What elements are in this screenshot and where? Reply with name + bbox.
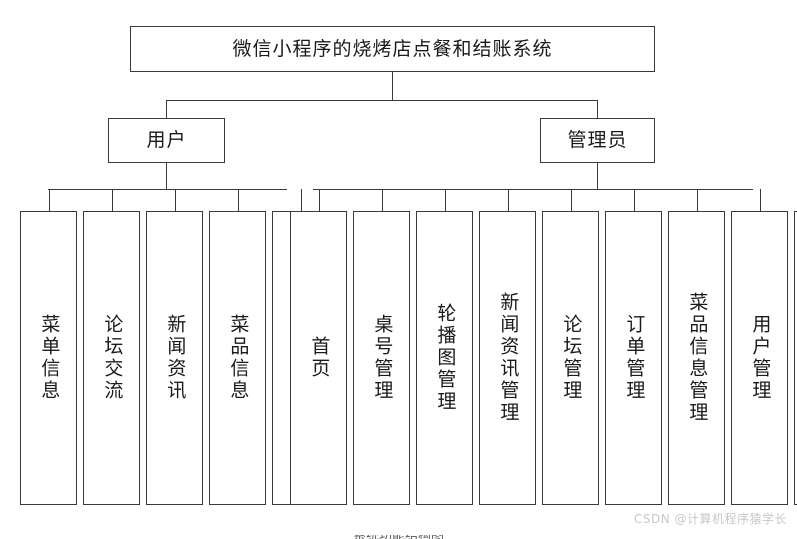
leaf-node-label: 菜品信息 <box>227 314 250 402</box>
leaf-node-label: 订单管理 <box>623 314 646 402</box>
connector-drop-admin-3 <box>507 189 509 211</box>
leaf-node-label: 轮播图管理 <box>434 303 457 413</box>
connector-drop-admin-5 <box>633 189 635 211</box>
leaf-node-label: 论坛管理 <box>560 314 583 402</box>
csdn-watermark: CSDN @计算机程序猿学长 <box>633 512 787 526</box>
leaf-node-label: 新闻资讯 <box>164 314 187 402</box>
leaf-node-user-0: 菜单信息 <box>20 211 77 505</box>
leaf-node-label: 新闻资讯管理 <box>497 292 520 424</box>
connector-drop-admin-4 <box>570 189 572 211</box>
connector-drop-user-3 <box>237 189 239 211</box>
connector-user-stem <box>166 163 167 189</box>
connector-drop-user-2 <box>174 189 176 211</box>
connector-admin-bus <box>313 189 753 190</box>
connector-drop-admin-6 <box>696 189 698 211</box>
root-node-system-title: 微信小程序的烧烤店点餐和结账系统 <box>130 26 655 72</box>
leaf-node-label: 菜单信息 <box>38 314 61 402</box>
leaf-node-label: 菜品信息管理 <box>686 292 709 424</box>
leaf-node-admin-4: 论坛管理 <box>542 211 599 505</box>
connector-drop-admin-7 <box>759 189 761 211</box>
connector-drop-user <box>166 100 167 118</box>
connector-root-stem <box>392 72 393 100</box>
leaf-node-admin-3: 新闻资讯管理 <box>479 211 536 505</box>
leaf-node-label: 桌号管理 <box>371 314 394 402</box>
leaf-node-admin-2: 轮播图管理 <box>416 211 473 505</box>
connector-drop-admin-1 <box>381 189 383 211</box>
leaf-node-admin-8: 个人中心 <box>794 211 797 505</box>
connector-drop-admin <box>597 100 598 118</box>
leaf-node-label: 论坛交流 <box>101 314 124 402</box>
role-node-admin: 管理员 <box>540 118 655 163</box>
leaf-node-admin-1: 桌号管理 <box>353 211 410 505</box>
leaf-node-user-3: 菜品信息 <box>209 211 266 505</box>
connector-root-bus <box>166 100 598 101</box>
leaf-node-admin-7: 用户管理 <box>731 211 788 505</box>
connector-user-bus <box>48 189 287 190</box>
connector-drop-admin-2 <box>444 189 446 211</box>
connector-drop-user-1 <box>111 189 113 211</box>
leaf-node-admin-6: 菜品信息管理 <box>668 211 725 505</box>
leaf-node-admin-0: 首页 <box>290 211 347 505</box>
connector-drop-user-4 <box>300 189 302 211</box>
role-node-user: 用户 <box>108 118 225 163</box>
figure-caption-cropped: 系统功能结构图 <box>0 535 797 539</box>
connector-drop-admin-0 <box>318 189 320 211</box>
connector-admin-stem <box>597 163 598 189</box>
leaf-node-label: 用户管理 <box>749 314 772 402</box>
leaf-node-user-1: 论坛交流 <box>83 211 140 505</box>
leaf-node-user-2: 新闻资讯 <box>146 211 203 505</box>
connector-drop-user-0 <box>48 189 50 211</box>
leaf-node-label: 首页 <box>308 336 331 380</box>
leaf-node-admin-5: 订单管理 <box>605 211 662 505</box>
